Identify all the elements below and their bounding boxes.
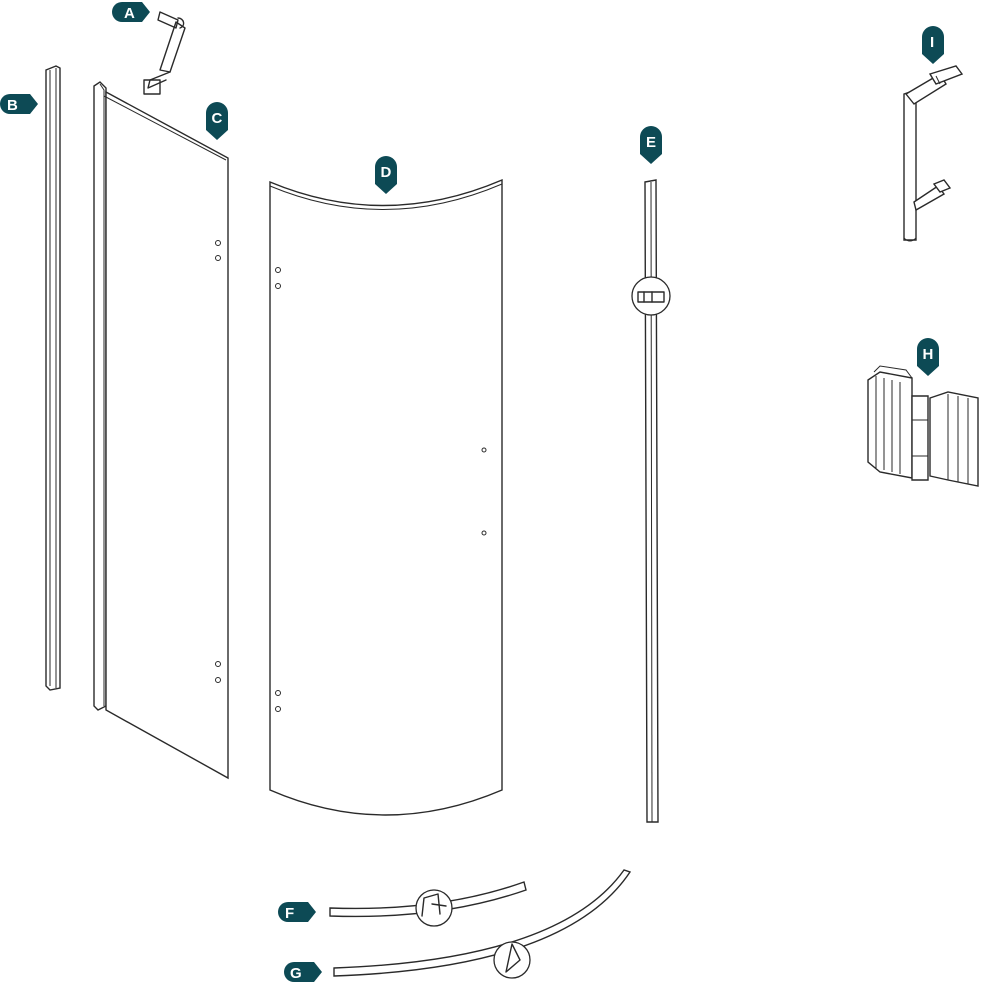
- marker-c-label: C: [212, 110, 223, 127]
- part-e-magnetic-profile: [631, 179, 671, 823]
- marker-c: C: [206, 102, 228, 140]
- marker-e: E: [640, 126, 662, 164]
- part-b-wall-profile: [45, 65, 61, 691]
- marker-h: H: [917, 338, 939, 376]
- part-g-floor-seal: [333, 869, 632, 979]
- marker-f-label: F: [285, 905, 294, 922]
- part-h-hinge: [867, 365, 979, 487]
- part-d-curved-door: [269, 178, 503, 816]
- part-i-handle: [903, 65, 964, 242]
- marker-i-label: I: [930, 34, 934, 51]
- marker-g: G: [284, 962, 322, 982]
- marker-a: A: [112, 2, 150, 22]
- marker-a-label: A: [124, 5, 135, 22]
- marker-b-label: B: [7, 97, 18, 114]
- marker-f: F: [278, 902, 316, 922]
- part-f-bottom-seal: [329, 881, 527, 927]
- part-c-fixed-panel: [93, 81, 229, 780]
- part-a-support-arm: [143, 11, 186, 95]
- marker-i: I: [922, 26, 944, 64]
- marker-h-label: H: [923, 346, 934, 363]
- marker-b: B: [0, 94, 38, 114]
- marker-d-label: D: [381, 164, 392, 181]
- marker-g-label: G: [290, 965, 302, 982]
- marker-d: D: [375, 156, 397, 194]
- marker-e-label: E: [646, 134, 656, 151]
